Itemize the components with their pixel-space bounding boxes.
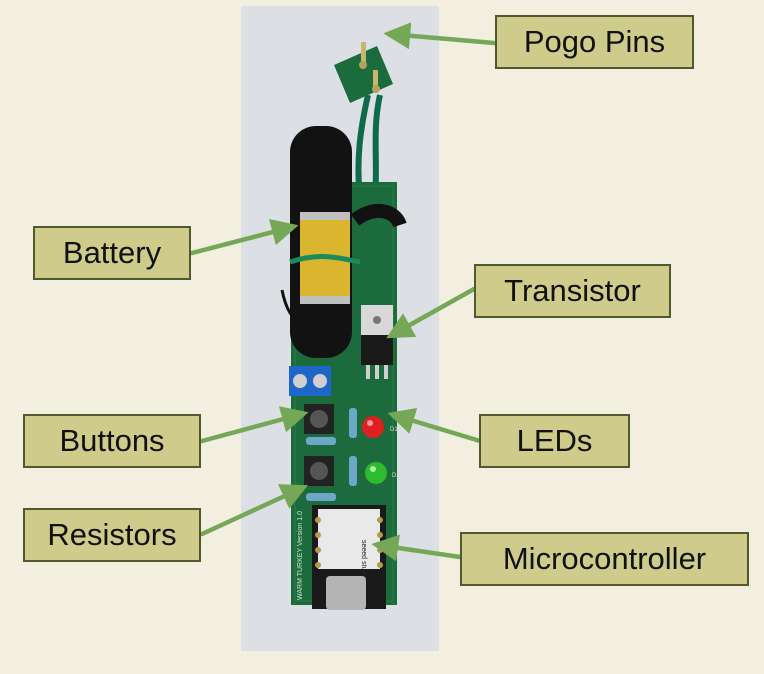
- led-d1-label: D1: [390, 427, 398, 433]
- battery: [280, 126, 407, 358]
- arrow-transistor: [386, 286, 477, 339]
- resistor: [349, 456, 357, 486]
- label-transistor: Transistor: [474, 264, 671, 318]
- arrow-battery: [189, 219, 299, 256]
- label-resistors: Resistors: [23, 508, 201, 562]
- led-d2-label: D2: [392, 473, 400, 479]
- label-buttons: Buttons: [23, 414, 201, 468]
- microcontroller: seeed studio: [312, 505, 386, 610]
- label-battery: Battery: [33, 226, 191, 280]
- arrow-microcontroller: [371, 534, 463, 562]
- resistor: [306, 437, 336, 445]
- silkscreen-text: WARM TURKEY Version 1.0: [297, 511, 304, 600]
- arrow-pogo-pins: [383, 22, 497, 50]
- arrow-leds: [387, 407, 483, 444]
- label-pogo-pins: Pogo Pins: [495, 15, 694, 69]
- label-leds: LEDs: [479, 414, 630, 468]
- label-microcontroller: Microcontroller: [460, 532, 749, 586]
- screw-terminal: [289, 366, 331, 396]
- button-bottom: [304, 456, 334, 486]
- resistor: [306, 493, 336, 501]
- arrow-resistors: [199, 484, 309, 537]
- module-brand: seeed studio: [360, 540, 367, 580]
- arrow-buttons: [199, 406, 309, 444]
- resistor: [349, 408, 357, 438]
- button-top: [304, 404, 334, 434]
- led-green: D2: [365, 462, 400, 484]
